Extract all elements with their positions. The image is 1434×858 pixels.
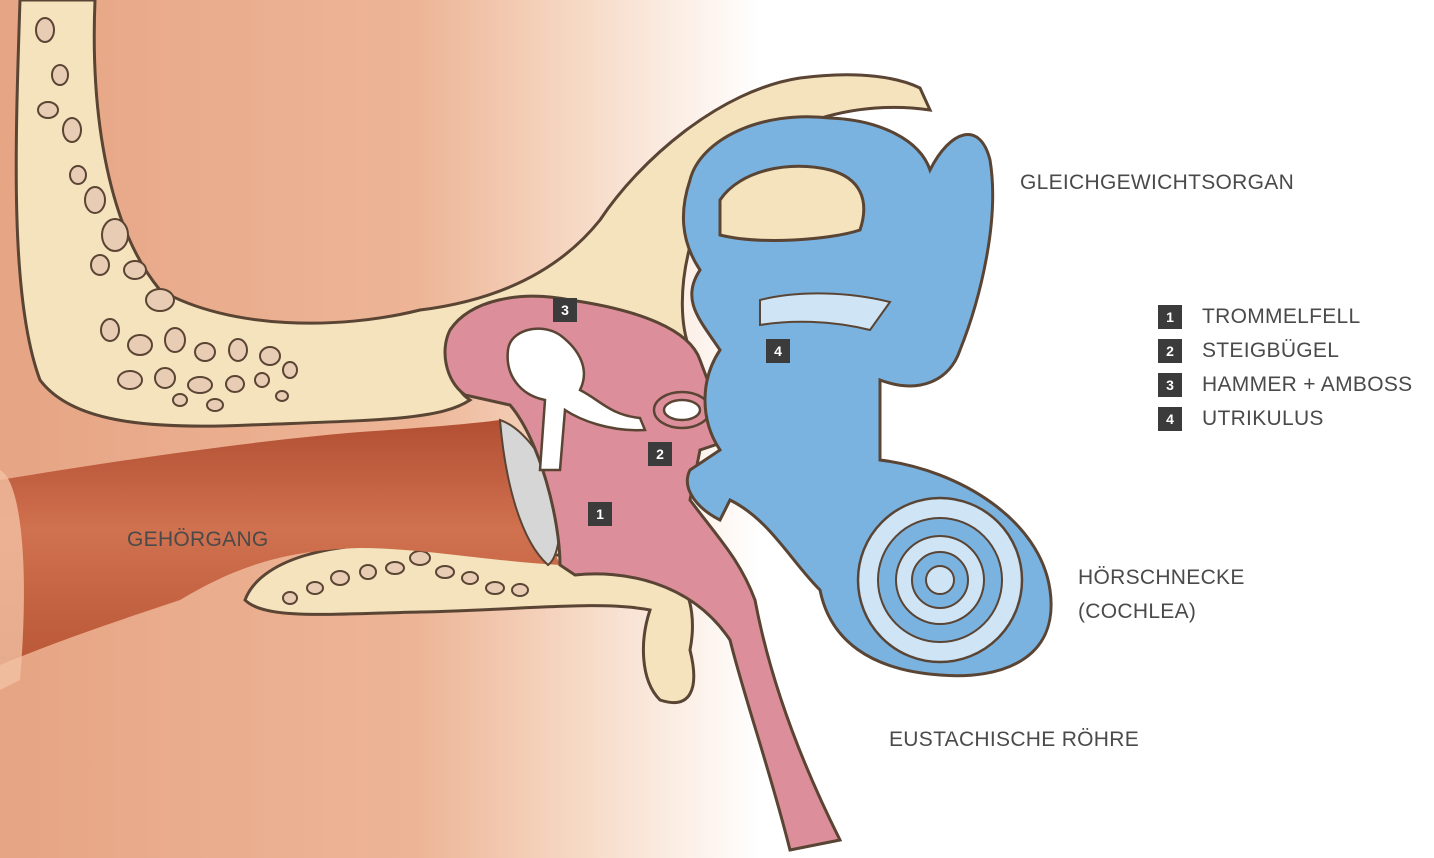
- marker-1-eardrum: 1: [588, 502, 612, 526]
- legend-number: 4: [1158, 407, 1182, 431]
- marker-2-stirrup: 2: [648, 442, 672, 466]
- legend-item: 3 HAMMER + AMBOSS: [1158, 368, 1412, 402]
- legend-number: 1: [1158, 305, 1182, 329]
- label-ear-canal: GEHÖRGANG: [127, 528, 269, 552]
- label-eustachian-tube: EUSTACHISCHE RÖHRE: [889, 728, 1139, 752]
- legend-label: UTRIKULUS: [1202, 407, 1324, 431]
- legend-item: 2 STEIGBÜGEL: [1158, 334, 1412, 368]
- legend-label: TROMMELFELL: [1202, 305, 1361, 329]
- marker-3-hammer-anvil: 3: [553, 298, 577, 322]
- legend-label: STEIGBÜGEL: [1202, 339, 1339, 363]
- legend-number: 2: [1158, 339, 1182, 363]
- legend-label: HAMMER + AMBOSS: [1202, 373, 1412, 397]
- legend: 1 TROMMELFELL 2 STEIGBÜGEL 3 HAMMER + AM…: [1158, 300, 1412, 436]
- legend-number: 3: [1158, 373, 1182, 397]
- legend-item: 1 TROMMELFELL: [1158, 300, 1412, 334]
- marker-4-utricle: 4: [766, 339, 790, 363]
- legend-item: 4 UTRIKULUS: [1158, 402, 1412, 436]
- label-vestibular-organ: GLEICHGEWICHTSORGAN: [1020, 171, 1294, 195]
- label-cochlea-line2: (COCHLEA): [1078, 600, 1196, 624]
- label-cochlea-line1: HÖRSCHNECKE: [1078, 566, 1245, 590]
